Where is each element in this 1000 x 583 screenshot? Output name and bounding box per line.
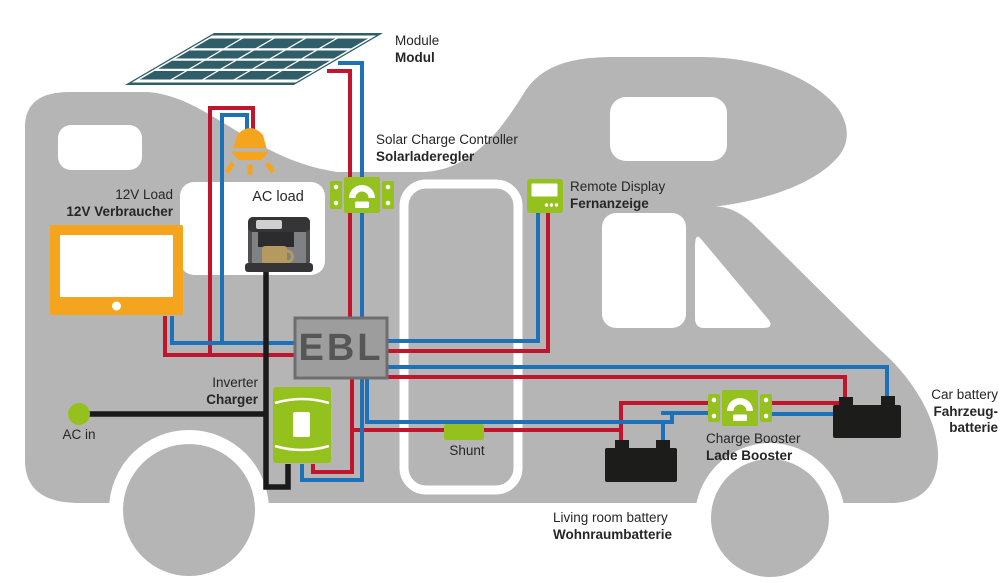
label-car-battery: Car battery Fahrzeug- batterie bbox=[870, 387, 998, 437]
label-ac-load: AC load bbox=[218, 189, 338, 206]
rv-silhouette bbox=[25, 57, 939, 503]
window-alcove bbox=[610, 97, 727, 161]
wire-lamp-red bbox=[208, 106, 255, 357]
tv-monitor-icon bbox=[50, 225, 183, 315]
window-cab-door bbox=[602, 213, 686, 328]
label-living-room-battery: Living room battery Wohnraumbatterie bbox=[553, 510, 672, 543]
wire-inverter-blue bbox=[300, 376, 364, 482]
label-remote-en: Remote Display bbox=[570, 179, 666, 194]
rear-wheel bbox=[123, 444, 255, 576]
label-inverter-en: Inverter bbox=[212, 375, 258, 390]
label-shunt: Shunt bbox=[424, 443, 510, 460]
label-12v-de: 12V Verbraucher bbox=[66, 203, 173, 219]
label-ac-in-en: AC in bbox=[62, 427, 96, 442]
label-solar-charge-controller: Solar Charge Controller Solarladeregler bbox=[376, 132, 518, 165]
entry-door-outline bbox=[399, 179, 523, 495]
label-living-en: Living room battery bbox=[553, 510, 668, 525]
wiring bbox=[86, 61, 889, 490]
label-charge-booster: Charge Booster Lade Booster bbox=[706, 431, 801, 464]
label-inverter-charger: Inverter Charger bbox=[120, 375, 258, 408]
label-scc-de: Solarladeregler bbox=[376, 148, 475, 164]
window-rear bbox=[58, 125, 142, 170]
inverter-icon bbox=[273, 387, 331, 463]
label-remote-display: Remote Display Fernanzeige bbox=[570, 179, 665, 212]
wire-12v-load-red bbox=[163, 316, 297, 357]
wire-ac-load-black bbox=[263, 270, 291, 490]
wire-remote-display-red bbox=[385, 211, 550, 353]
wire-remote-display-blue bbox=[385, 211, 540, 343]
coffee-machine-icon bbox=[245, 217, 313, 272]
wire-solar-blue bbox=[338, 61, 364, 320]
label-ac-load-en: AC load bbox=[252, 189, 304, 205]
label-module: Module Modul bbox=[395, 33, 439, 66]
wire-car-battery-red bbox=[385, 375, 847, 406]
label-car-de2: batterie bbox=[949, 420, 998, 435]
label-module-de: Modul bbox=[395, 49, 435, 65]
ebl-label: EBL bbox=[298, 326, 384, 369]
car-battery-icon bbox=[833, 396, 901, 438]
wire-lamp-blue bbox=[220, 113, 249, 345]
lamp-icon bbox=[224, 128, 276, 175]
wire-ebl-bus-blue bbox=[365, 376, 674, 424]
ebl-box bbox=[293, 316, 389, 380]
label-12v-load: 12V Load 12V Verbraucher bbox=[30, 187, 173, 220]
label-living-de: Wohnraumbatterie bbox=[553, 526, 673, 542]
label-ac-in: AC in bbox=[43, 427, 115, 444]
ac-in-dot-icon bbox=[68, 403, 90, 425]
wire-solar-red bbox=[327, 69, 352, 320]
remote-display-icon bbox=[527, 179, 563, 213]
charge-booster-icon bbox=[708, 390, 772, 426]
front-wheel bbox=[711, 459, 829, 577]
label-remote-de: Fernanzeige bbox=[570, 195, 649, 211]
solar-controller-icon bbox=[330, 177, 394, 213]
windshield bbox=[695, 236, 771, 328]
label-booster-en: Charge Booster bbox=[706, 431, 801, 446]
shunt-icon bbox=[444, 424, 484, 440]
label-booster-de: Lade Booster bbox=[706, 447, 793, 463]
label-scc-en: Solar Charge Controller bbox=[376, 132, 518, 147]
label-shunt-en: Shunt bbox=[449, 443, 485, 458]
living-room-battery-icon bbox=[605, 440, 677, 482]
label-inverter-de: Charger bbox=[206, 391, 258, 407]
wire-12v-load-blue bbox=[170, 316, 297, 345]
label-module-en: Module bbox=[395, 33, 440, 48]
solar-panel-icon bbox=[124, 33, 383, 85]
label-car-en: Car battery bbox=[931, 387, 998, 402]
label-car-de1: Fahrzeug- bbox=[933, 403, 998, 419]
label-12v-en: 12V Load bbox=[115, 187, 173, 202]
wire-inverter-red bbox=[311, 464, 354, 474]
